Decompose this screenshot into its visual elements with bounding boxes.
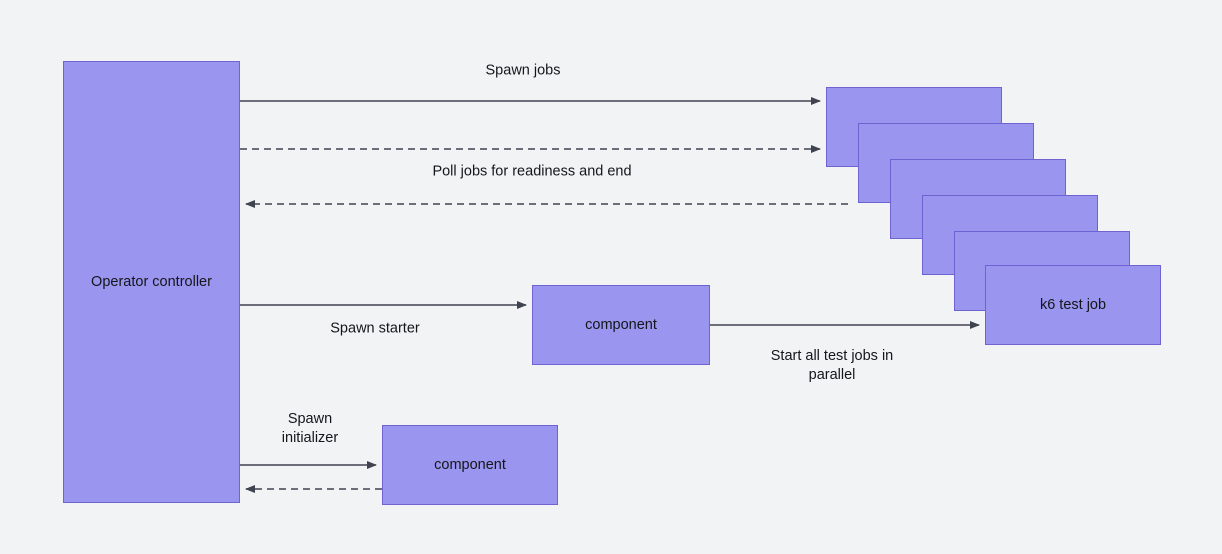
node-initializer-component-label: component — [434, 456, 506, 473]
node-starter-component[interactable]: component — [532, 285, 710, 365]
node-starter-component-label: component — [585, 316, 657, 333]
node-operator-controller-label: Operator controller — [91, 273, 212, 290]
node-operator-controller[interactable]: Operator controller — [63, 61, 240, 503]
node-initializer-component[interactable]: component — [382, 425, 558, 505]
node-k6-test-job[interactable]: k6 test job — [985, 265, 1161, 345]
node-k6-test-job-label: k6 test job — [1039, 296, 1107, 313]
